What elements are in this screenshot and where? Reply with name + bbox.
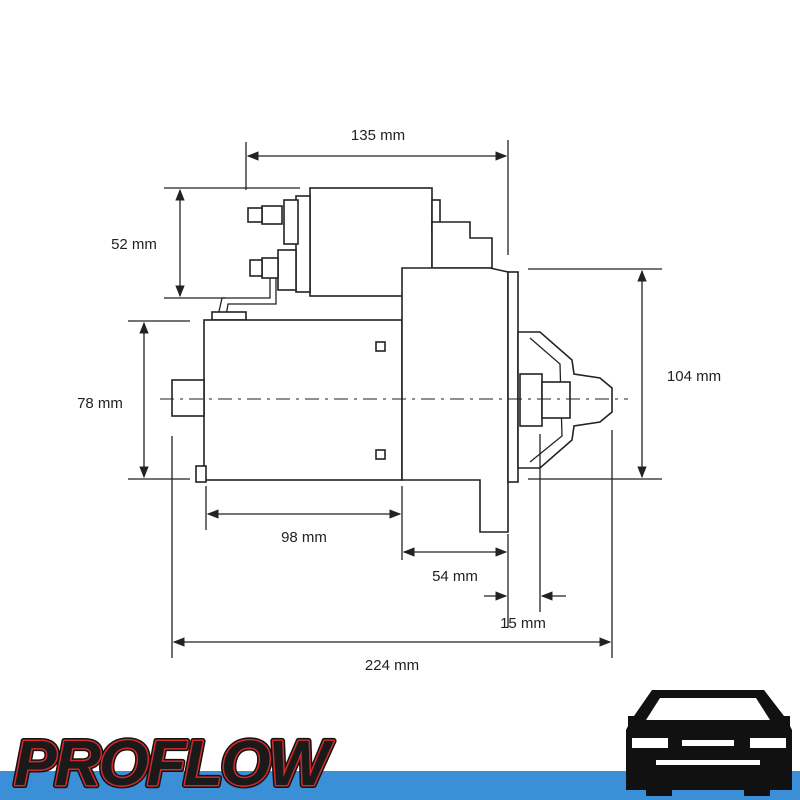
- housing-hole-top: [375, 341, 386, 352]
- terminal-nut-bottom: [249, 259, 263, 277]
- label-135: 135 mm: [351, 127, 405, 144]
- terminal-bracket-top: [283, 199, 299, 245]
- solenoid-step: [431, 221, 493, 269]
- logo-stripe: PROFLOW: [14, 727, 334, 799]
- pinion-shaft: [541, 381, 571, 419]
- label-54: 54 mm: [432, 568, 478, 585]
- dimension-lines: [128, 140, 662, 658]
- connector-strap: [217, 278, 271, 317]
- footer-branding: PROFLOW PROFLOW PROFLOW: [0, 690, 800, 800]
- label-104: 104 mm: [667, 368, 721, 385]
- rear-shaft: [171, 379, 205, 417]
- label-15: 15 mm: [500, 615, 546, 632]
- mounting-flange: [507, 271, 519, 483]
- label-98: 98 mm: [281, 529, 327, 546]
- terminal-nut-top: [247, 207, 263, 223]
- housing-bolt: [195, 465, 207, 483]
- label-224: 224 mm: [365, 657, 419, 674]
- car-front-icon: [626, 690, 792, 796]
- motor-housing: [203, 319, 403, 481]
- label-78: 78 mm: [77, 395, 123, 412]
- drive-end-housing: [401, 267, 509, 533]
- pinion-gear: [519, 373, 543, 427]
- logo-outline: PROFLOW: [14, 727, 334, 799]
- logo-text: PROFLOW: [14, 727, 334, 799]
- proflow-logo: PROFLOW PROFLOW PROFLOW: [11, 724, 339, 800]
- label-52: 52 mm: [111, 236, 157, 253]
- terminal-bracket-bottom: [277, 249, 297, 291]
- dimension-labels: 135 mm 52 mm 104 mm 78 mm 98 mm 54 mm 15…: [77, 127, 721, 674]
- starter-motor-drawing: [160, 187, 628, 533]
- strap-clip: [211, 311, 247, 321]
- connector-strap-inner: [225, 278, 277, 317]
- terminal-stud-top: [261, 205, 283, 225]
- terminal-stud-bottom: [261, 257, 279, 279]
- housing-hole-bottom: [375, 449, 386, 460]
